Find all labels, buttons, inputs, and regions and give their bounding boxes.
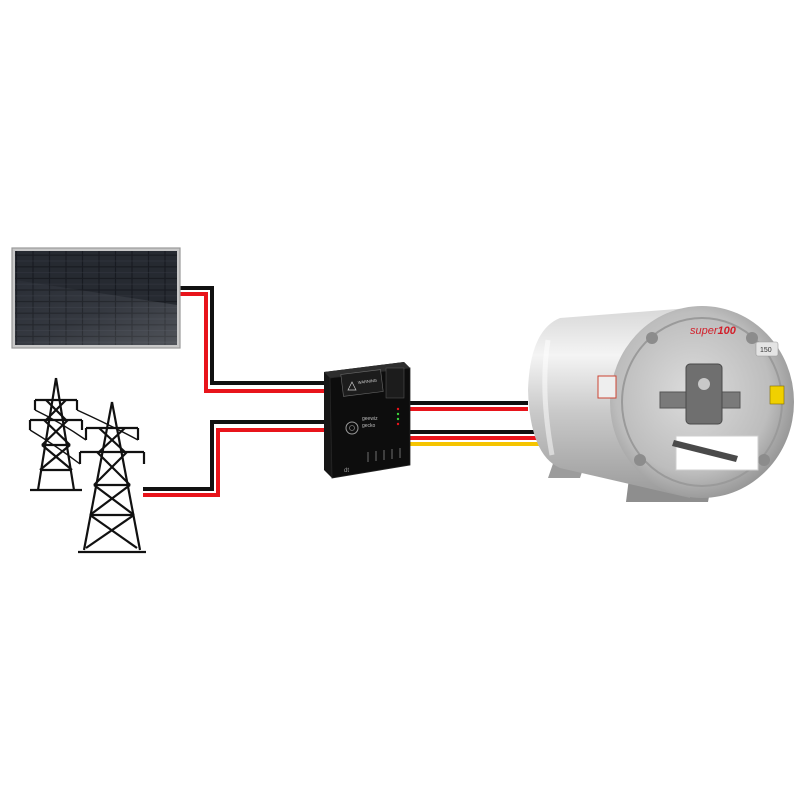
geyser-capacity: 150: [760, 347, 772, 354]
solar-panel: [11, 247, 181, 349]
controller-mark: dt: [344, 468, 349, 474]
controller-brand-line1: geewiz: [362, 416, 378, 422]
pylon-front: [78, 401, 146, 554]
electricity-pylons: [28, 377, 146, 554]
end-cap-bolts: [634, 332, 770, 466]
controller-info-label: [385, 367, 405, 399]
controller-terminal-labels: [367, 448, 401, 462]
wire-grid-to-controller: [143, 420, 325, 497]
warning-triangle-icon: [347, 381, 357, 391]
temperature-probe: [672, 440, 738, 462]
thermostat-housing: [685, 363, 723, 425]
warning-sticker: [769, 385, 785, 405]
wire-solar-to-controller: [178, 286, 325, 393]
controller-button-icon: [345, 421, 359, 435]
thermostat-knob: [698, 378, 710, 390]
controller-warning-text: WARNING: [358, 378, 378, 385]
wire-grid-negative: [143, 420, 325, 491]
geyser-tank: super100 150: [528, 306, 794, 502]
power-lines: [29, 409, 139, 465]
controller-brand-line2: gecko: [362, 423, 376, 429]
wire-grid-positive: [143, 428, 325, 497]
wire-solar-negative: [178, 286, 325, 385]
wire-controller-to-geyser-top: [410, 401, 528, 411]
geyser-side-sticker: [597, 375, 617, 399]
geyser-controller: WARNING geewiz gecko dt: [324, 362, 411, 479]
wire-solar-positive: [178, 292, 325, 393]
geyser-capacity-badge: [755, 341, 779, 357]
controller-indicator-leds: [396, 407, 400, 426]
geyser-brand: super100: [690, 325, 737, 337]
